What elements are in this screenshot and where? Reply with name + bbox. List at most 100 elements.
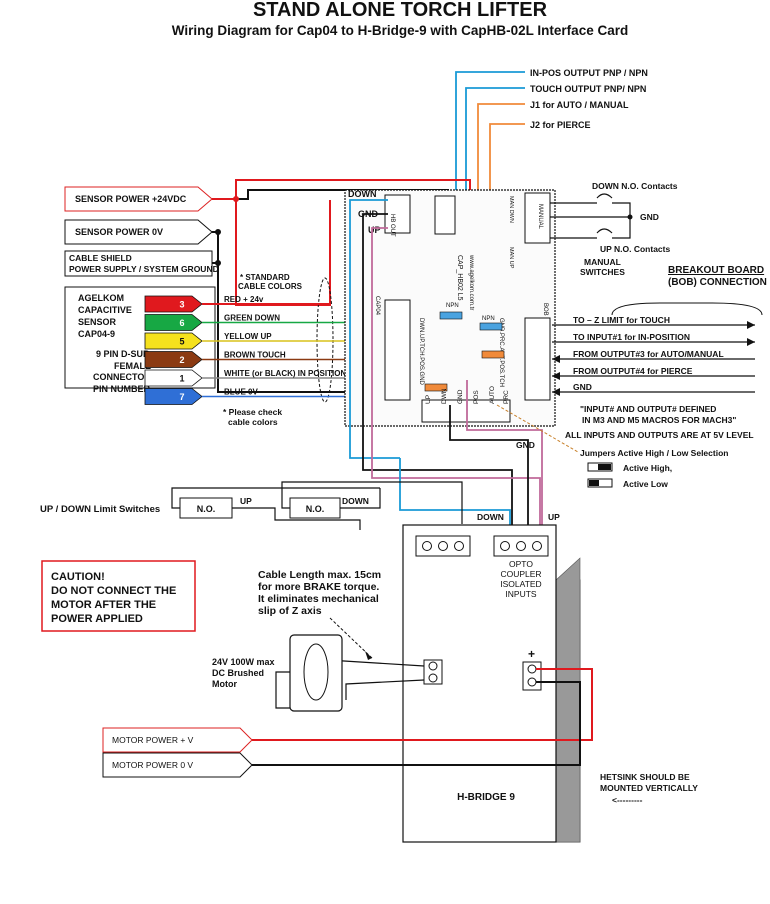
opto-line-2: COUPLER	[500, 569, 541, 579]
wire-label: RED + 24v	[224, 295, 264, 304]
motor-line-3: Motor	[212, 679, 237, 689]
shield-label-2: POWER SUPPLY / SYSTEM GROUND	[69, 264, 219, 274]
bob-signal-label: FROM OUTPUT#3 for AUTO/MANUAL	[573, 349, 724, 359]
cable-note-3: It eliminates mechanical	[258, 593, 379, 605]
manual-gnd-label: GND	[640, 212, 659, 222]
check-cable-1: * Please check	[223, 407, 282, 417]
bob-signal-label: GND	[573, 382, 592, 392]
motor-line-2: DC Brushed	[212, 668, 264, 678]
sensor-line-3: SENSOR	[78, 317, 117, 327]
caution-line-2: DO NOT CONNECT THE	[51, 585, 176, 597]
sensor-line-8: PIN NUMBER	[93, 384, 151, 394]
label-inpos-output: IN-POS OUTPUT PNP / NPN	[530, 68, 648, 78]
card-bottom-pin: AUTO	[489, 386, 496, 404]
caution-line-3: MOTOR AFTER THE	[51, 599, 156, 611]
limit-switch-up[interactable]	[179, 497, 233, 519]
manual-switch-up[interactable]	[596, 228, 613, 234]
sensor-line-4: CAP04-9	[78, 329, 115, 339]
manual-switches-1: MANUAL	[584, 257, 621, 267]
hb-out-label: HB OUT	[389, 214, 395, 237]
title: STAND ALONE TORCH LIFTER	[253, 0, 548, 21]
jumper-npn-blue-1	[439, 311, 463, 320]
manual-switch-wires	[550, 202, 631, 239]
bob-heading-1: BREAKOUT BOARD	[668, 265, 764, 276]
cable-note-4: slip of Z axis	[258, 605, 322, 617]
bob-note-1: "INPUT# AND OUTPUT# DEFINED	[580, 404, 716, 414]
label-touch-output: TOUCH OUTPUT PNP/ NPN	[530, 84, 646, 94]
card-npn-1: NPN	[446, 303, 459, 309]
active-low-label: Active Low	[623, 479, 668, 489]
pin-tab-2	[144, 351, 203, 368]
jumper-low-icon	[587, 478, 613, 488]
jumper-npn-blue-2	[479, 322, 503, 331]
bob-label: BOB	[542, 303, 548, 316]
motor-power-0v-label: MOTOR POWER 0 V	[112, 760, 193, 770]
limit-up-label: UP	[240, 496, 252, 506]
pin-number: 5	[179, 337, 184, 347]
pin-tab-7	[144, 388, 203, 405]
heatsink-line-1: HETSINK SHOULD BE	[600, 772, 690, 782]
bob-note-2: IN M3 AND M5 MACROS FOR MACH3"	[582, 415, 736, 425]
bob-signal-label: FROM OUTPUT#4 for PIERCE	[573, 366, 693, 376]
limit-switch-down[interactable]	[289, 497, 341, 519]
sensor-line-6: FEMALE	[114, 361, 151, 371]
sensor-24v-label: SENSOR POWER +24VDC	[75, 194, 187, 204]
hbridge-up-label: UP	[548, 512, 560, 522]
bob-note-3: ALL INPUTS AND OUTPUTS ARE AT 5V LEVEL	[565, 430, 754, 440]
limit-down-label: DOWN	[342, 496, 369, 506]
limit-wires	[171, 481, 463, 530]
label-j1: J1 for AUTO / MANUAL	[530, 100, 629, 110]
opto-line-1: OPTO	[509, 559, 533, 569]
hbridge-down-label: DOWN	[477, 512, 504, 522]
card-id: CAP_HB02 L5	[456, 255, 463, 301]
motor-line-1: 24V 100W max	[212, 657, 275, 667]
limit-no-1: N.O.	[197, 504, 216, 514]
pin-tab-1	[144, 369, 203, 387]
hbridge-name: H-BRIDGE 9	[457, 792, 515, 803]
pin-tab-5	[144, 332, 203, 350]
sensor-line-5: 9 PIN D-SUB	[96, 349, 150, 359]
motor-power-wires	[252, 668, 593, 766]
caution-line-4: POWER APPLIED	[51, 613, 143, 625]
caution-box	[41, 560, 196, 632]
card-relay	[434, 195, 456, 235]
check-cable-2: cable colors	[228, 417, 278, 427]
card-npn-2: NPN	[482, 316, 495, 322]
motor-power-0v-tab	[102, 752, 253, 778]
card-label-left: DWN.UP.TCH.POS.GND	[418, 318, 424, 386]
label-j2: J2 for PIERCE	[530, 120, 591, 130]
card-hbridge-wires	[349, 199, 543, 530]
card-man-up: MAN UP	[508, 247, 514, 269]
manual-gnd-dot	[627, 214, 633, 220]
hbridge-plus: +	[528, 647, 535, 661]
pin-tab-3	[144, 295, 203, 313]
active-high-label: Active High,	[623, 463, 672, 473]
cap04-label: CAP04	[374, 296, 380, 316]
pin-number: 3	[179, 300, 184, 310]
sensor-line-2: CAPACITIVE	[78, 305, 132, 315]
wire-label: BLUE 0V	[224, 388, 258, 397]
sensor-0v-label: SENSOR POWER 0V	[75, 227, 163, 237]
manual-switch-down[interactable]	[596, 193, 613, 199]
card-man-dwn: MAN DWN	[508, 196, 514, 223]
wire-label: WHITE (or BLACK) IN POSITION	[224, 369, 346, 378]
hb-out-connector	[384, 194, 411, 234]
manual-connector	[524, 192, 551, 244]
jumper-orange-1	[481, 350, 505, 359]
jumper-orange-2	[424, 383, 448, 392]
card-up-label: UP	[368, 225, 381, 235]
wire-label: YELLOW UP	[224, 332, 272, 341]
cable-note-1: Cable Length max. 15cm	[258, 569, 381, 581]
card-bottom-pin: GND	[457, 389, 464, 404]
bob-signal-label: TO – Z LIMIT for TOUCH	[573, 315, 670, 325]
card-bottom-pin: PRC	[503, 390, 510, 404]
opto-line-3: ISOLATED	[500, 579, 541, 589]
opto-line-4: INPUTS	[505, 589, 537, 599]
jumper-title: Jumpers Active High / Low Selection	[580, 448, 728, 458]
wire-label: BROWN TOUCH	[224, 351, 286, 360]
caution-line-1: CAUTION!	[51, 571, 105, 583]
